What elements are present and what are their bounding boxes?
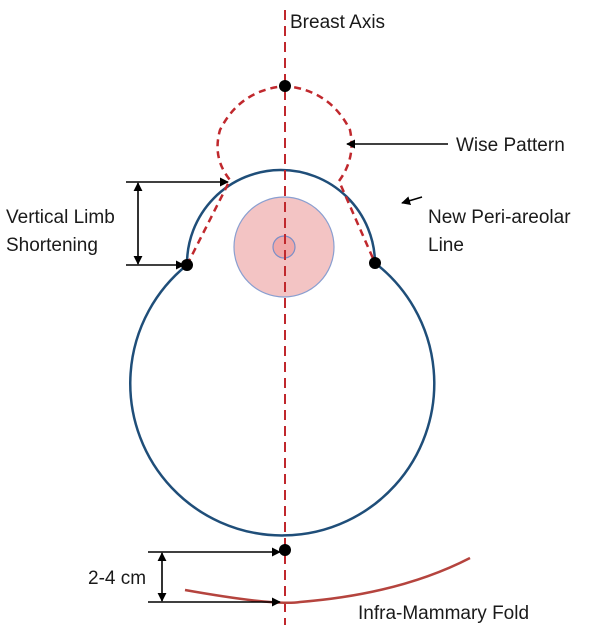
top-point: [279, 80, 291, 92]
new-periareolar-label: New Peri-areolar: [428, 207, 571, 228]
breast-axis-label: Breast Axis: [290, 12, 385, 33]
right-junction-point: [369, 257, 381, 269]
breast-outline: [129, 168, 436, 537]
infra-mammary-fold-line: [184, 556, 471, 605]
distance-label: 2-4 cm: [88, 568, 146, 589]
vertical-limb-label: Vertical Limb: [6, 207, 115, 228]
wise-pattern-label: Wise Pattern: [456, 135, 565, 156]
infra-mammary-fold-label: Infra-Mammary Fold: [358, 603, 529, 624]
new-periareolar-label-line2: Line: [428, 235, 464, 256]
bottom-point: [279, 544, 291, 556]
vertical-limb-label-line2: Shortening: [6, 235, 98, 256]
periareolar-arrow: [401, 196, 423, 205]
